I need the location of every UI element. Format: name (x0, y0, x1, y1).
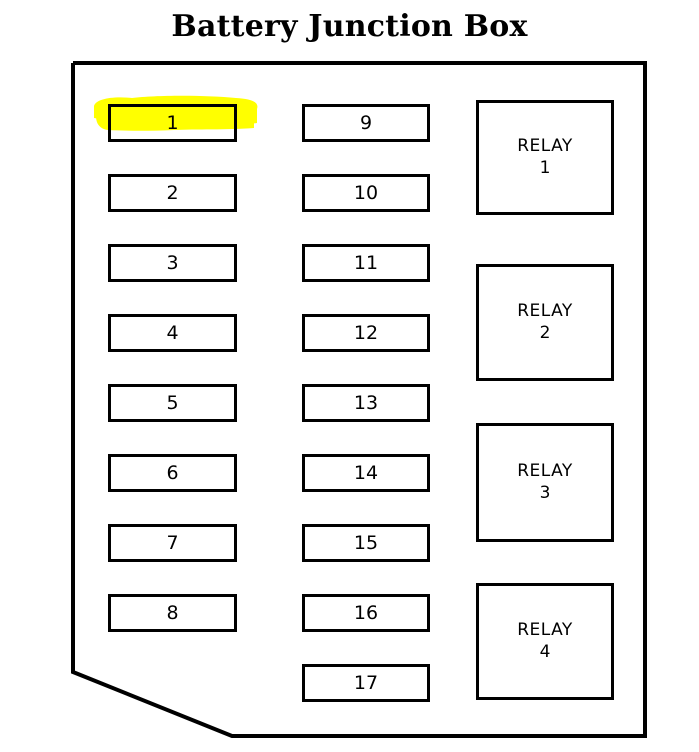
page-title: Battery Junction Box (171, 9, 528, 44)
fuse-slot-7[interactable]: 7 (108, 524, 237, 562)
fuse-slot-2[interactable]: 2 (108, 174, 237, 212)
fuse-slot-1[interactable]: 1 (108, 104, 237, 142)
fuse-slot-16[interactable]: 16 (302, 594, 430, 632)
fuse-slot-4[interactable]: 4 (108, 314, 237, 352)
relay-slot-1[interactable]: RELAY 1 (476, 100, 614, 215)
relay-4-label: RELAY (517, 620, 573, 641)
relay-1-label: RELAY (517, 136, 573, 157)
fuse-slot-5[interactable]: 5 (108, 384, 237, 422)
fuse-slot-12[interactable]: 12 (302, 314, 430, 352)
fuse-1-highlight (94, 95, 258, 131)
relay-2-label: RELAY (517, 301, 573, 322)
fuse-slot-17[interactable]: 17 (302, 664, 430, 702)
relay-4-number: 4 (539, 641, 551, 662)
relay-slot-4[interactable]: RELAY 4 (476, 583, 614, 700)
fuse-slot-3[interactable]: 3 (108, 244, 237, 282)
fuse-slot-13[interactable]: 13 (302, 384, 430, 422)
relay-slot-3[interactable]: RELAY 3 (476, 423, 614, 542)
relay-2-number: 2 (539, 322, 551, 343)
relay-1-number: 1 (539, 157, 551, 178)
fuse-slot-10[interactable]: 10 (302, 174, 430, 212)
fuse-slot-11[interactable]: 11 (302, 244, 430, 282)
fuse-slot-8[interactable]: 8 (108, 594, 237, 632)
fuse-slot-15[interactable]: 15 (302, 524, 430, 562)
fuse-slot-14[interactable]: 14 (302, 454, 430, 492)
relay-3-number: 3 (539, 482, 551, 503)
fuse-slot-6[interactable]: 6 (108, 454, 237, 492)
fuse-slot-9[interactable]: 9 (302, 104, 430, 142)
relay-3-label: RELAY (517, 461, 573, 482)
relay-slot-2[interactable]: RELAY 2 (476, 264, 614, 381)
